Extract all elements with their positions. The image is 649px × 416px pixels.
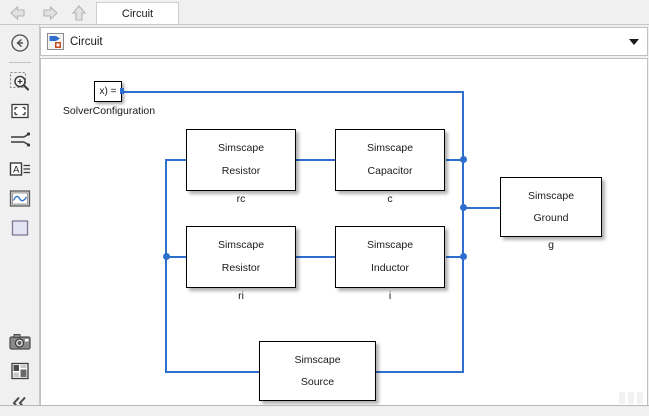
wire-left-bus-to-source — [165, 371, 259, 373]
block-ri-line2: Resistor — [221, 261, 261, 274]
left-toolbar: A — [0, 25, 40, 416]
navigation-buttons — [8, 2, 90, 24]
wire-ri-to-i — [295, 256, 335, 258]
block-g[interactable]: Simscape Ground — [500, 177, 602, 237]
block-ri-line1: Simscape — [217, 239, 265, 251]
scope-icon[interactable] — [8, 186, 32, 210]
up-arrow-icon[interactable] — [68, 2, 90, 24]
wire-right-vertical-bus — [462, 91, 464, 373]
block-s-line2: Source — [300, 375, 335, 388]
junction-dot-ground — [460, 204, 467, 211]
block-c-line2: Capacitor — [367, 164, 413, 177]
block-i[interactable]: Simscape Inductor — [335, 226, 445, 288]
resize-grip-bar — [619, 392, 625, 404]
block-i-name: i — [388, 290, 392, 302]
block-rc-line2: Resistor — [221, 164, 261, 177]
simulink-model-icon — [47, 33, 64, 50]
back-arrow-icon[interactable] — [8, 2, 30, 24]
block-rc[interactable]: Simscape Resistor — [186, 129, 296, 191]
breadcrumb[interactable]: Circuit — [40, 27, 648, 56]
wire-solver-to-right-bus — [121, 91, 464, 93]
navigate-back-icon[interactable] — [8, 31, 32, 55]
tab-strip-divider — [0, 24, 649, 25]
block-g-line2: Ground — [533, 211, 569, 224]
resize-grip-bar — [637, 392, 643, 404]
block-c-line1: Simscape — [366, 142, 414, 154]
resize-grip[interactable] — [619, 392, 645, 404]
block-rc-name: rc — [236, 193, 246, 205]
solver-block-name: SolverConfiguration — [62, 105, 156, 117]
block-g-line1: Simscape — [527, 189, 575, 202]
block-s[interactable]: Simscape Source — [259, 341, 376, 401]
wire-rc-to-c — [295, 159, 335, 161]
model-diagram: x) = SolverConfiguration Simscape Resist… — [41, 59, 647, 405]
annotation-text-icon[interactable]: A — [8, 157, 32, 181]
wire-left-vertical-bus — [165, 159, 167, 373]
status-bar — [0, 406, 649, 416]
model-canvas[interactable]: x) = SolverConfiguration Simscape Resist… — [40, 58, 648, 406]
block-i-line2: Inductor — [371, 261, 409, 274]
block-c-name: c — [387, 193, 393, 205]
resize-grip-bar — [628, 392, 634, 404]
wire-left-bus-to-rc — [165, 159, 187, 161]
solver-block-text: x) = — [99, 86, 117, 97]
breadcrumb-label: Circuit — [70, 35, 103, 48]
svg-text:A: A — [13, 165, 20, 176]
signal-lines-icon[interactable] — [8, 128, 32, 152]
camera-icon[interactable] — [8, 330, 32, 354]
block-ri[interactable]: Simscape Resistor — [186, 226, 296, 288]
blank-block-icon[interactable] — [8, 216, 32, 240]
tab-circuit[interactable]: Circuit — [96, 2, 179, 25]
toolbar-divider — [9, 62, 31, 63]
wire-left-bus-to-ri — [165, 256, 187, 258]
block-s-line1: Simscape — [294, 353, 341, 366]
wire-c-to-right-bus — [446, 159, 464, 161]
junction-dot-c-right — [460, 156, 467, 163]
block-g-name: g — [548, 239, 554, 251]
zoom-in-icon[interactable] — [8, 70, 32, 94]
wire-right-bus-to-ground — [462, 207, 500, 209]
block-s-name: s — [259, 403, 376, 405]
forward-arrow-icon[interactable] — [38, 2, 60, 24]
layout-panel-icon[interactable] — [8, 359, 32, 383]
block-c[interactable]: Simscape Capacitor — [335, 129, 445, 191]
junction-dot-i-right — [460, 253, 467, 260]
wire-i-to-right-bus — [446, 256, 464, 258]
block-ri-name: ri — [238, 290, 244, 302]
wire-right-bus-to-source — [376, 371, 464, 373]
window-bottom-divider — [0, 405, 649, 406]
solver-output-port — [120, 88, 124, 94]
chevron-down-icon[interactable] — [629, 39, 639, 45]
block-solver-configuration[interactable]: x) = — [94, 81, 122, 102]
block-i-line1: Simscape — [366, 239, 414, 251]
junction-dot-left-bus — [163, 253, 170, 260]
tab-strip: Circuit — [0, 0, 649, 25]
block-rc-line1: Simscape — [217, 142, 265, 154]
fit-to-view-icon[interactable] — [8, 99, 32, 123]
